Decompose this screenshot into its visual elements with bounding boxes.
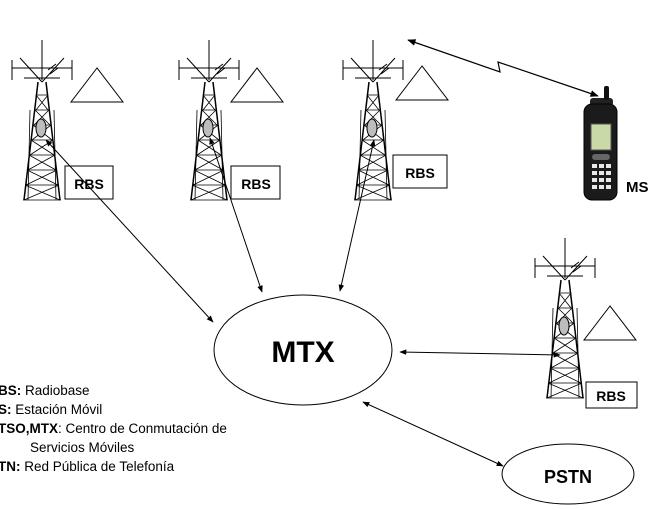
tower-1 [11,39,73,201]
mobile-phone-icon [583,86,618,201]
legend-desc: Servicios Móviles [30,440,135,455]
legend-item-rbs: BS: Radiobase [0,381,227,400]
link-tower1-mtx [45,139,214,323]
link-tower2-mtx [209,137,263,293]
legend-desc: Red Pública de Telefonía [20,459,175,474]
legend-term: S: [0,402,12,417]
mtx-node [213,294,393,406]
shelter-1 [70,67,124,103]
rbs-label-3: RBS [405,165,435,181]
legend-term: BS: [0,383,22,398]
ms-label: MS [626,179,649,196]
legend-term: TSO,MTX [0,421,58,436]
shelter-4 [583,305,637,341]
rbs-label-1: RBS [74,176,104,192]
radio-link [407,39,599,97]
legend-item-pstn: TN: Red Pública de Telefonía [0,457,227,476]
legend-desc: Estación Móvil [11,402,103,417]
legend-desc: : Centro de Conmutación de [58,421,227,436]
pstn-node [501,443,635,505]
rbs-box-4 [585,381,638,409]
legend: BS: Radiobase S: Estación Móvil TSO,MTX:… [0,381,229,476]
tower-2 [178,39,240,201]
link-mtx-pstn [362,401,504,467]
legend-item-ms: S: Estación Móvil [0,400,227,419]
pstn-label: PSTN [544,467,592,487]
shelter-3 [395,65,449,101]
link-tower3-mtx [338,139,376,292]
legend-desc: Radiobase [21,383,90,398]
rbs-box-3 [392,154,448,189]
mtx-label: MTX [271,336,334,369]
tower-4 [534,237,596,399]
legend-term: TN: [0,459,21,474]
legend-item-mtx: TSO,MTX: Centro de Conmutación de [0,419,227,438]
legend-item-mtx-cont: Servicios Móviles [0,438,229,457]
link-mtx-tower4 [399,349,561,358]
rbs-label-4: RBS [596,388,626,404]
rbs-label-2: RBS [241,176,271,192]
